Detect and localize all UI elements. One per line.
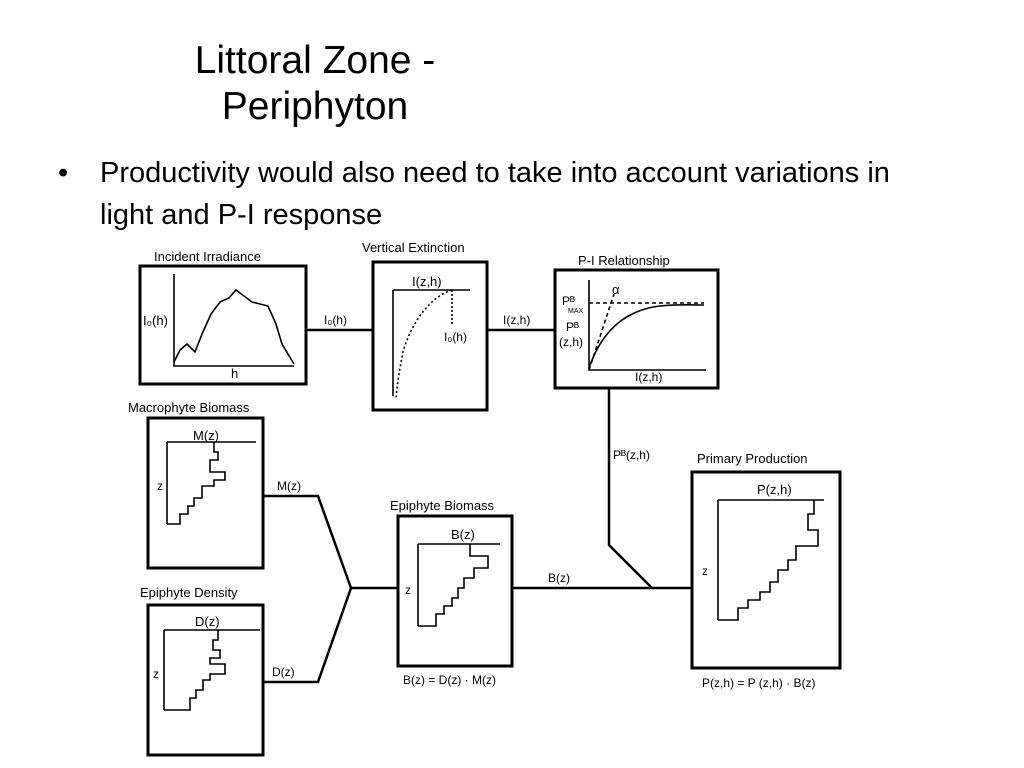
connector-label-pb-zh: Pᴮ(z,h) [613, 448, 650, 462]
incident-irradiance-axes [173, 274, 294, 367]
epiphyte-biomass-z-label: z [405, 583, 411, 597]
vertical-extinction-curve [395, 289, 453, 399]
connector-label-m-z: M(z) [277, 479, 301, 493]
macrophyte-biomass-title: Macrophyte Biomass [128, 400, 250, 415]
vertical-extinction-title: Vertical Extinction [362, 240, 465, 255]
connector-density-to-junction [263, 587, 353, 684]
macrophyte-biomass-z-label: z [157, 479, 163, 493]
primary-production-box: Primary Production P(z,h) z P(z,h) = P (… [690, 451, 842, 690]
slide-title: Littoral Zone - Periphyton [120, 38, 510, 130]
connector-macrophyte-to-junction [263, 494, 353, 589]
pi-relationship-pmax-subscript: MAX [568, 308, 584, 315]
connector-pi-to-production [607, 388, 653, 589]
bullet-marker: • [58, 157, 69, 189]
vertical-extinction-top-label: I(z,h) [412, 274, 442, 289]
epiphyte-density-profile [164, 630, 226, 711]
incident-irradiance-x-label: h [231, 366, 238, 381]
macrophyte-biomass-profile [167, 442, 226, 525]
connector-label-io-h: I₀(h) [324, 313, 347, 327]
epiphyte-biomass-box: Epiphyte Biomass B(z) z B(z) = D(z) · M(… [390, 498, 514, 687]
pi-relationship-pmax-label: Pᴮ [562, 294, 575, 308]
connector-label-d-z: D(z) [272, 665, 295, 679]
epiphyte-biomass-profile [418, 544, 489, 627]
primary-production-top-label: P(z,h) [757, 482, 792, 497]
pi-relationship-alpha-label: α [612, 282, 620, 297]
pi-relationship-pb-args: (z,h) [559, 335, 583, 349]
macrophyte-biomass-top-label: M(z) [193, 428, 219, 443]
primary-production-formula: P(z,h) = P (z,h) · B(z) [702, 676, 815, 690]
pi-relationship-alpha-line [588, 293, 615, 371]
incident-irradiance-title: Incident Irradiance [154, 249, 261, 264]
epiphyte-density-top-label: D(z) [195, 614, 220, 629]
primary-production-z-label: z [702, 564, 708, 578]
pi-relationship-pb-label: Pᴮ [566, 320, 579, 334]
epiphyte-density-box: Epiphyte Density D(z) z [140, 585, 265, 757]
slide-title-line-2: Periphyton [221, 85, 409, 128]
primary-production-profile [718, 500, 819, 621]
epiphyte-biomass-formula: B(z) = D(z) · M(z) [403, 673, 496, 687]
macrophyte-biomass-box: Macrophyte Biomass M(z) z [128, 400, 265, 570]
epiphyte-density-z-label: z [153, 667, 159, 681]
pi-relationship-title: P-I Relationship [578, 253, 670, 268]
connector-label-i-zh: I(z,h) [503, 313, 530, 327]
pi-relationship-box: P-I Relationship α Pᴮ MAX Pᴮ (z,h) I(z,h… [553, 253, 720, 390]
vertical-extinction-curve-label: I₀(h) [444, 330, 467, 344]
incident-irradiance-curve [173, 288, 295, 365]
incident-irradiance-box: Incident Irradiance I₀(h) h [138, 249, 308, 386]
connector-label-b-z: B(z) [548, 571, 570, 585]
epiphyte-density-title: Epiphyte Density [140, 585, 238, 600]
epiphyte-biomass-top-label: B(z) [451, 527, 475, 542]
primary-production-title: Primary Production [697, 451, 808, 466]
vertical-extinction-box: Vertical Extinction I(z,h) I₀(h) [362, 240, 489, 412]
pi-relationship-curve [588, 303, 705, 369]
incident-irradiance-y-label: I₀(h) [143, 313, 168, 328]
bullet-text: Productivity would also need to take int… [100, 157, 890, 231]
pi-relationship-x-label: I(z,h) [635, 370, 662, 384]
pi-relationship-axes [588, 280, 706, 371]
slide-title-line-1: Littoral Zone - [194, 39, 436, 82]
epiphyte-biomass-title: Epiphyte Biomass [390, 498, 495, 513]
